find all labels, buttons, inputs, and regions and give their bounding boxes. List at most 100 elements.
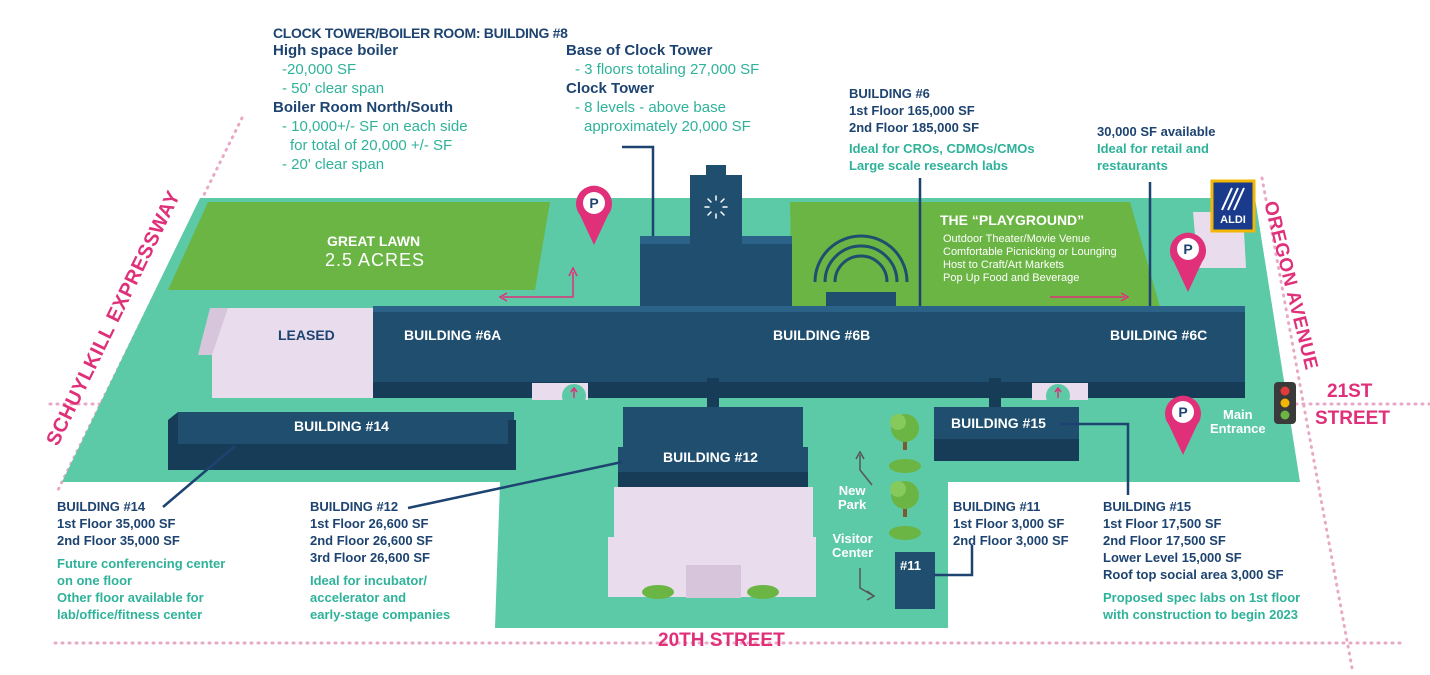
shrub-icon xyxy=(889,459,921,473)
great-lawn-label: GREAT LAWN xyxy=(327,233,421,249)
shrub-icon xyxy=(642,585,674,599)
building-11-callout-title: BUILDING #11 xyxy=(953,499,1041,514)
building-12-floor: 1st Floor 26,600 SF xyxy=(310,516,429,531)
boiler-room-line: - 10,000+/- SF on each side xyxy=(282,118,468,135)
base-clock-tower-line: - 3 floors totaling 27,000 SF xyxy=(575,61,760,78)
playground-title: THE “PLAYGROUND” xyxy=(940,212,1085,228)
boiler-room-heading: Boiler Room North/South xyxy=(273,99,453,116)
connector-12 xyxy=(707,378,719,408)
building-12-floor: 3rd Floor 26,600 SF xyxy=(310,550,430,565)
retail-callout-title: 30,000 SF available xyxy=(1097,124,1216,139)
arrow-icon xyxy=(855,450,876,601)
retail-note: restaurants xyxy=(1097,158,1168,173)
building-14-note: Other floor available for xyxy=(57,590,204,605)
building-12-callout-title: BUILDING #12 xyxy=(310,499,399,514)
building-14-label: BUILDING #14 xyxy=(294,418,389,434)
21st-street-label-line2: STREET xyxy=(1315,408,1390,429)
aldi-logo-stripes xyxy=(1221,187,1245,211)
building-11-floor: 2nd Floor 3,000 SF xyxy=(953,533,1069,548)
clock-tower-line: - 8 levels - above base xyxy=(575,99,726,116)
high-space-boiler-heading: High space boiler xyxy=(273,42,399,59)
boiler-line: - 50' clear span xyxy=(282,80,385,97)
building-6-note: Large scale research labs xyxy=(849,158,1008,173)
building-15 xyxy=(934,407,1079,439)
leader-lines xyxy=(162,145,1152,577)
building-6a-label: BUILDING #6A xyxy=(404,327,502,343)
playground-line: Comfortable Picnicking or Lounging xyxy=(943,246,1117,258)
great-lawn-area xyxy=(168,202,550,290)
tree-icon xyxy=(890,481,919,517)
building-12-entrance xyxy=(686,565,741,598)
shrub-icon xyxy=(747,585,779,599)
parking-pin-icon: P xyxy=(1169,232,1206,292)
building-15-callout-title: BUILDING #15 xyxy=(1103,499,1192,514)
parking-pin-icon: P xyxy=(576,185,612,245)
tree-icon xyxy=(890,414,919,450)
building-15-floor: Lower Level 15,000 SF xyxy=(1103,550,1242,565)
connector-15 xyxy=(989,378,1001,408)
clock-icon xyxy=(704,195,728,219)
svg-text:P: P xyxy=(589,195,598,211)
main-entrance-label: Main Entrance xyxy=(1210,408,1266,436)
building-15-label: BUILDING #15 xyxy=(951,415,1046,431)
svg-text:P: P xyxy=(1183,241,1192,257)
great-lawn-acres: 2.5 ACRES xyxy=(325,250,426,270)
base-clock-tower-heading: Base of Clock Tower xyxy=(566,42,713,59)
20th-street-label: 20TH STREET xyxy=(658,630,785,651)
playground-lines: Outdoor Theater/Movie Venue Comfortable … xyxy=(943,233,1117,285)
shrub-icon xyxy=(889,526,921,540)
parking-pin-icon: P xyxy=(1164,395,1201,455)
building-6-floor: 2nd Floor 185,000 SF xyxy=(849,120,980,135)
building-14-callout-title: BUILDING #14 xyxy=(57,499,146,514)
building-11-floor: 1st Floor 3,000 SF xyxy=(953,516,1065,531)
arrow-icon xyxy=(498,266,1130,398)
21st-street-label-line1: 21ST xyxy=(1327,381,1373,402)
building-14-note: Future conferencing center xyxy=(57,556,226,571)
clock-tower-line: approximately 20,000 SF xyxy=(584,118,751,135)
new-park-line: Park xyxy=(838,497,867,512)
building-14-floor: 2nd Floor 35,000 SF xyxy=(57,533,180,548)
building-12-lower xyxy=(614,487,813,537)
building-14-side xyxy=(168,412,178,470)
building-6-top xyxy=(373,306,1245,312)
aldi-logo xyxy=(1210,179,1256,233)
building-14-front xyxy=(178,444,514,470)
building-12-note: early-stage companies xyxy=(310,607,451,622)
building-14-floor: 1st Floor 35,000 SF xyxy=(57,516,176,531)
building-15-front xyxy=(934,439,1079,461)
leased-label: LEASED xyxy=(278,327,335,343)
building-12-note: accelerator and xyxy=(310,590,407,605)
building-12-label: BUILDING #12 xyxy=(663,449,758,465)
building-14-edge xyxy=(508,420,516,470)
boiler-room-line: - 20' clear span xyxy=(282,156,385,173)
retail-note: Ideal for retail and xyxy=(1097,141,1209,156)
traffic-light-icon xyxy=(1274,382,1296,424)
building-14-note: lab/office/fitness center xyxy=(57,607,203,622)
building-15-note: Proposed spec labs on 1st floor xyxy=(1103,590,1301,605)
building-6-callout-title: BUILDING #6 xyxy=(849,86,930,101)
main-entrance-line: Main xyxy=(1223,407,1253,422)
building-12-note: Ideal for incubator/ xyxy=(310,573,428,588)
boiler-vent xyxy=(826,292,896,307)
wifi-arc-icon xyxy=(813,234,909,283)
boiler-room-line: for total of 20,000 +/- SF xyxy=(290,137,453,154)
visitor-center-label: Visitor Center xyxy=(832,532,873,560)
clock-tower-top xyxy=(706,165,726,179)
building-12-upper xyxy=(623,407,803,447)
building-6-shadow xyxy=(373,382,1245,398)
building-15-floor: 1st Floor 17,500 SF xyxy=(1103,516,1222,531)
leased-building xyxy=(212,308,385,398)
building-15-floor: Roof top social area 3,000 SF xyxy=(1103,567,1284,582)
building-14-note: on one floor xyxy=(57,573,133,588)
playground-line: Outdoor Theater/Movie Venue xyxy=(943,233,1091,245)
boiler-line: -20,000 SF xyxy=(282,61,357,78)
building-12-middle-shade xyxy=(618,472,808,487)
playground-line: Pop Up Food and Beverage xyxy=(943,272,1080,284)
new-park-line: New xyxy=(838,483,866,498)
building-12-floor: 2nd Floor 26,600 SF xyxy=(310,533,433,548)
playground-area xyxy=(790,202,1160,307)
building-15-note: with construction to begin 2023 xyxy=(1103,607,1299,622)
building-11-label: #11 xyxy=(900,558,921,573)
svg-text:P: P xyxy=(1178,404,1187,420)
